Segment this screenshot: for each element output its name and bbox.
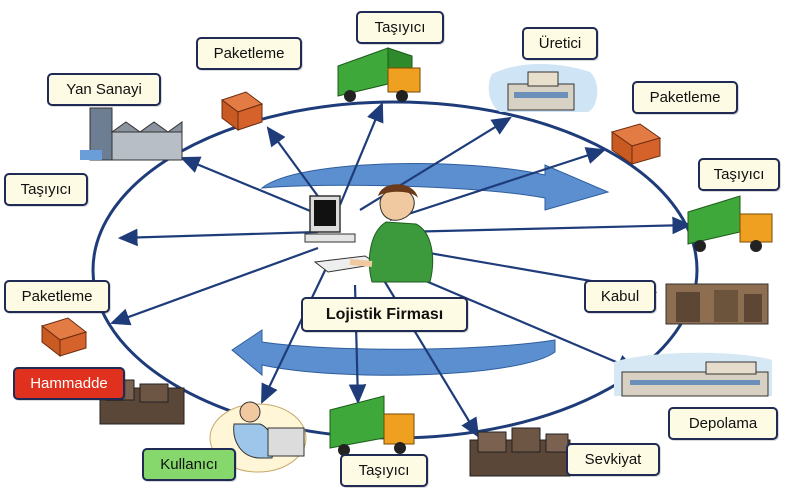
- package-icon-top: [220, 91, 264, 131]
- package-icon-left: [40, 317, 88, 358]
- node-label-tasiyici-left: Taşıyıcı: [4, 173, 88, 206]
- arrow-to-tasiyici-left: [117, 228, 319, 247]
- swirl-arrow-bottom: [231, 329, 556, 377]
- arrow-to-kullanici: [261, 259, 331, 404]
- node-label-uretici: Üretici: [522, 27, 598, 60]
- arrow-to-yan-sanayi: [179, 156, 321, 217]
- arrow-to-tasiyici-top: [338, 101, 384, 206]
- arrow-to-depolama: [399, 268, 638, 372]
- node-label-tasiyici-bottom: Taşıyıcı: [340, 454, 428, 487]
- truck-icon-right: [687, 195, 773, 252]
- swirl-arrow-top: [260, 163, 610, 211]
- package-icon-right: [610, 123, 662, 165]
- truck-icon-top: [337, 47, 421, 102]
- manufacturer-building-icon: [488, 64, 598, 112]
- arrow-to-tasiyici-right: [399, 216, 693, 235]
- node-label-kabul: Kabul: [584, 280, 656, 313]
- node-label-sevkiyat: Sevkiyat: [566, 443, 660, 476]
- node-label-paketleme-top: Paketleme: [196, 37, 302, 70]
- node-label-yan-sanayi: Yan Sanayi: [47, 73, 161, 106]
- node-label-hammadde: Hammadde: [13, 367, 125, 400]
- node-label-paketleme-right: Paketleme: [632, 81, 738, 114]
- node-label-kullanici: Kullanıcı: [142, 448, 236, 481]
- center-label-lojistik-firmasi: Lojistik Firması: [301, 297, 468, 332]
- receiving-warehouse-icon: [665, 283, 769, 325]
- shipping-pallets-icon: [469, 427, 571, 477]
- arrow-to-paketleme-left: [109, 246, 319, 326]
- swirl-arrows: [231, 163, 610, 377]
- truck-icon-bottom: [329, 395, 415, 456]
- factory-icon: [80, 107, 183, 161]
- operator-computer-icon: [304, 184, 434, 283]
- node-label-tasiyici-top: Taşıyıcı: [356, 11, 444, 44]
- arrow-to-paketleme-right: [389, 147, 607, 222]
- node-label-tasiyici-right: Taşıyıcı: [698, 158, 780, 191]
- node-label-depolama: Depolama: [668, 407, 778, 440]
- raw-material-pallets-icon: [99, 379, 185, 425]
- storage-building-icon: [614, 352, 772, 397]
- node-label-paketleme-left: Paketleme: [4, 280, 110, 313]
